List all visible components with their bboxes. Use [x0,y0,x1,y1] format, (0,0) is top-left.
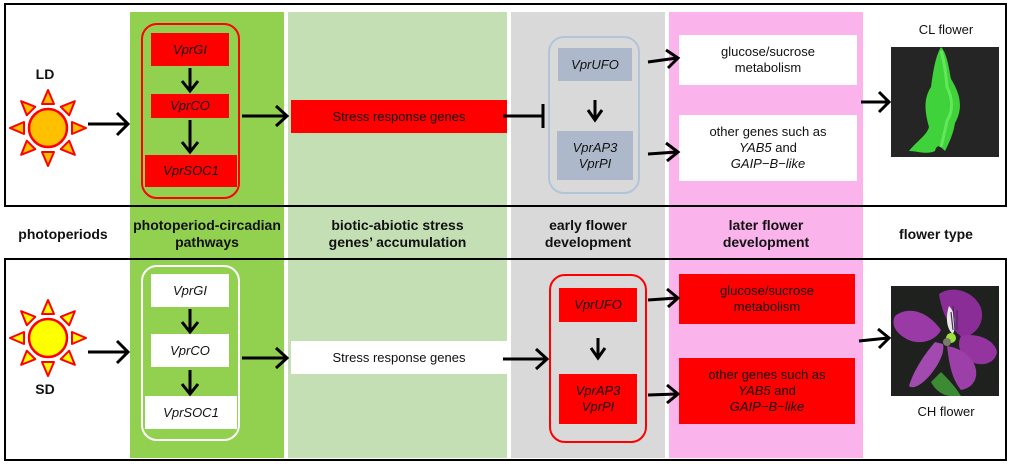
ld-gene-vprgi: VprGI [151,33,229,66]
sd-pathway-group [141,265,240,441]
arrow-ld-vprufo-down [586,100,604,123]
header-early-flower: early flower development [511,214,665,254]
cl-flower-photo [891,47,999,157]
sd-label: SD [35,381,55,397]
header-text: development [544,234,632,250]
header-text: biotic-abiotic stress [331,217,464,233]
box-text: and [771,140,797,155]
column-stress-genes [288,12,507,458]
arrow-sd-stress-to-early [503,347,550,371]
gene-gaip-b-like: GAIP−B−like [729,399,805,414]
gene-yab5: YAB5 [738,383,771,398]
sun-icon [9,89,87,167]
ld-gene-vprsoc1: VprSOC1 [145,155,237,187]
box-text: metabolism [734,60,802,75]
header-stress-genes: biotic-abiotic stress genes’ accumulatio… [288,214,507,254]
ch-flower-photo [891,286,999,396]
box-text-line: YAB5 and [739,140,797,156]
arrow-sd-later-to-flower [858,327,892,350]
sd-gene-vprap3-vprpi: VprAP3 VprPI [559,374,637,424]
sun-rays [9,299,87,377]
ld-row-frame [4,3,1007,207]
sd-row-frame [4,258,1007,461]
sd-early-group [549,274,647,443]
header-flower-type: flower type [866,214,1006,254]
gene-vprpi: VprPI [578,155,612,171]
box-text: and [770,383,796,398]
box-text: other genes such as [709,124,827,139]
arrow-ld-gi-to-co [180,68,200,94]
gene-gaip-b-like: GAIP−B−like [730,156,806,171]
ld-pathway-group [141,23,240,199]
ch-flower-label: CH flower [917,404,975,419]
sd-gene-vprgi: VprGI [151,274,229,307]
arrow-sd-gi-to-co [180,309,200,335]
ld-gene-vprufo: VprUFO [558,48,632,81]
header-later-flower: later flower development [669,214,863,254]
sun-core [27,107,69,149]
column-photoperiod-circadian [130,12,284,458]
ld-other-genes-box: other genes such as YAB5 and GAIP−B−like [679,115,857,181]
ld-gene-vprap3-vprpi: VprAP3 VprPI [557,131,633,180]
arrow-ld-co-to-soc1 [180,120,200,155]
box-text: glucose/sucrose [721,44,815,59]
ld-label: LD [35,66,55,82]
arrow-sd-ap3-to-othergenes [647,383,681,405]
arrow-sd-ufo-to-glucose [647,287,681,309]
arrow-sd-co-to-soc1 [180,370,200,397]
box-text: metabolism [733,299,801,314]
sd-stress-response-box: Stress response genes [291,341,507,374]
arrow-sd-pathway-to-stress [242,346,290,370]
header-text: early flower [549,217,627,233]
arrow-ld-ufo-to-glucose [647,48,681,70]
gene-vprap3: VprAP3 [572,139,618,155]
arrow-sd-sun-to-pathway [88,339,131,365]
arrow-ld-later-to-flower [861,90,892,114]
sd-gene-vprufo: VprUFO [559,288,637,322]
header-text: development [722,234,810,250]
header-text: flower type [899,225,973,242]
header-text: photoperiods [18,225,108,242]
header-photoperiods: photoperiods [8,214,118,254]
box-text: other genes such as [708,367,826,382]
ld-stress-response-box: Stress response genes [291,100,507,133]
gene-vprap3: VprAP3 [575,383,621,398]
sd-gene-vprsoc1: VprSOC1 [145,396,237,429]
ld-gene-vprco: VprCO [151,94,229,118]
gene-yab5: YAB5 [739,140,772,155]
box-text: glucose/sucrose [720,283,814,298]
ch-flower-image [891,286,999,396]
header-text: photoperiod-circadian [133,217,281,233]
header-text: pathways [175,234,239,250]
arrow-ld-pathway-to-stress [242,104,290,128]
sd-glucose-sucrose-box: glucose/sucrose metabolism [679,274,855,324]
arrow-sd-vprufo-down [589,338,607,361]
sun-core [27,317,69,359]
arrow-ld-ap3-to-othergenes [647,141,681,163]
ld-glucose-sucrose-box: glucose/sucrose metabolism [679,35,857,85]
box-text-line: YAB5 and [738,383,796,399]
header-text: genes’ accumulation [328,234,467,250]
inhibit-ld-stress-to-early [503,104,545,128]
sun-rays [9,89,87,167]
sd-other-genes-box: other genes such as YAB5 and GAIP−B−like [679,358,855,424]
sun-icon [9,299,87,377]
ld-early-group [548,36,640,194]
cl-flower-image [891,47,999,157]
header-text: later flower [728,217,804,233]
cl-flower-label: CL flower [918,22,974,37]
sd-gene-vprco: VprCO [151,334,229,367]
arrow-ld-sun-to-pathway [88,111,131,137]
gene-vprpi: VprPI [581,399,615,414]
header-photoperiod-pathways: photoperiod-circadian pathways [130,214,284,254]
